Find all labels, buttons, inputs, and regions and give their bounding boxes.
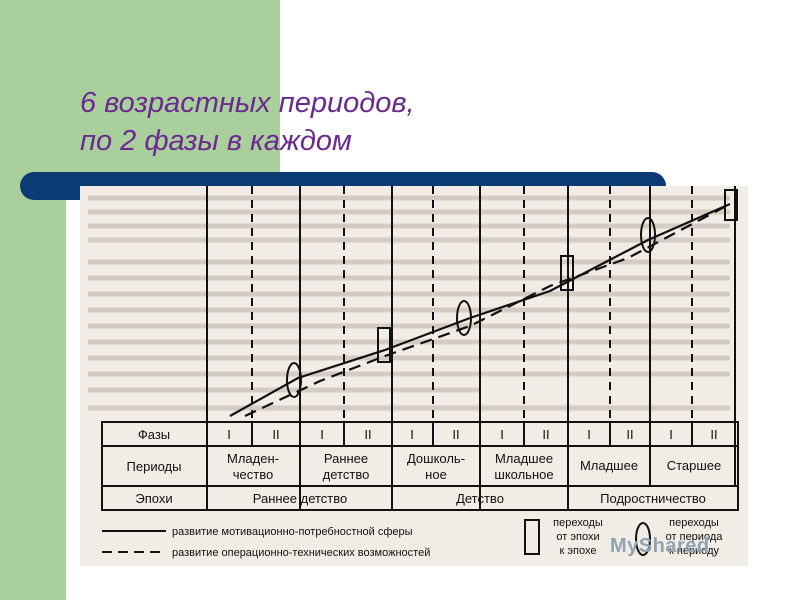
- phase-cell: I: [410, 427, 414, 442]
- legend-rect-line-3: к эпохе: [560, 545, 597, 557]
- phase-cell: II: [272, 427, 279, 442]
- legend-ellipse-line-1: переходы: [669, 517, 719, 529]
- title-line-2: по 2 фазы в каждом: [80, 125, 352, 157]
- table-column-dividers: [206, 422, 693, 510]
- background-text-lines: [88, 195, 730, 411]
- phase-cell: II: [626, 427, 633, 442]
- period-cell-junior-school-2: школьное: [494, 467, 553, 482]
- period-cell-early-1: Раннее: [324, 451, 368, 466]
- period-cell-infancy-2: чество: [233, 467, 273, 482]
- period-transition-markers: [286, 217, 656, 398]
- period-cell-younger-teen: Младшее: [580, 458, 638, 473]
- phase-cell: II: [710, 427, 717, 442]
- epoch-cell-childhood: Детство: [456, 491, 504, 506]
- legend-solid-line-label: развитие мотивационно-потребностной сфер…: [172, 526, 413, 538]
- period-cell-infancy-1: Младен-: [227, 451, 279, 466]
- epoch-transition-markers: [377, 189, 738, 363]
- legend: развитие мотивационно-потребностной сфер…: [102, 517, 723, 559]
- development-diagram: Фазы Периоды Эпохи I II I II I II I II I…: [88, 186, 739, 559]
- legend-ellipse-symbol: [635, 522, 651, 556]
- epoch-cell-adolescence: Подростничество: [600, 491, 706, 506]
- period-cell-early-2: детство: [323, 467, 370, 482]
- phase-cell: II: [364, 427, 371, 442]
- phase-cell: I: [227, 427, 231, 442]
- diagram-scan: Фазы Периоды Эпохи I II I II I II I II I…: [80, 186, 748, 566]
- period-cell-preschool-1: Дошколь-: [407, 451, 465, 466]
- period-cell-preschool-2: ное: [425, 467, 447, 482]
- legend-rect-line-2: от эпохи: [556, 531, 599, 543]
- phase-cell: II: [542, 427, 549, 442]
- green-corner-block: [66, 0, 280, 178]
- legend-ellipse-line-3: к периоду: [669, 545, 719, 557]
- phase-cell: I: [587, 427, 591, 442]
- phase-cell: I: [669, 427, 673, 442]
- green-side-panel: [0, 0, 66, 600]
- operational-line: [244, 203, 731, 417]
- legend-rect-symbol: [524, 519, 540, 555]
- row-label-phases: Фазы: [138, 427, 170, 442]
- row-label-epochs: Эпохи: [135, 491, 172, 506]
- watermark: MyShared: [610, 535, 710, 557]
- period-cell-junior-school-1: Младшее: [495, 451, 553, 466]
- phase-cell: I: [500, 427, 504, 442]
- dashed-vertical-lines: [251, 186, 693, 422]
- title-line-1: 6 возрастных периодов,: [80, 87, 415, 119]
- slide-title: 6 возрастных периодов, по 2 фазы в каждо…: [80, 84, 415, 160]
- legend-ellipse-line-2: от периода: [666, 531, 724, 543]
- legend-dashed-line-label: развитие операционно-технических возможн…: [172, 547, 430, 559]
- phase-cell: I: [320, 427, 324, 442]
- row-label-periods: Периоды: [127, 459, 182, 474]
- epoch-cell-early-childhood: Раннее детство: [253, 491, 348, 506]
- legend-rect-line-1: переходы: [553, 517, 603, 529]
- period-cell-older-teen: Старшее: [667, 458, 722, 473]
- phase-cell: II: [452, 427, 459, 442]
